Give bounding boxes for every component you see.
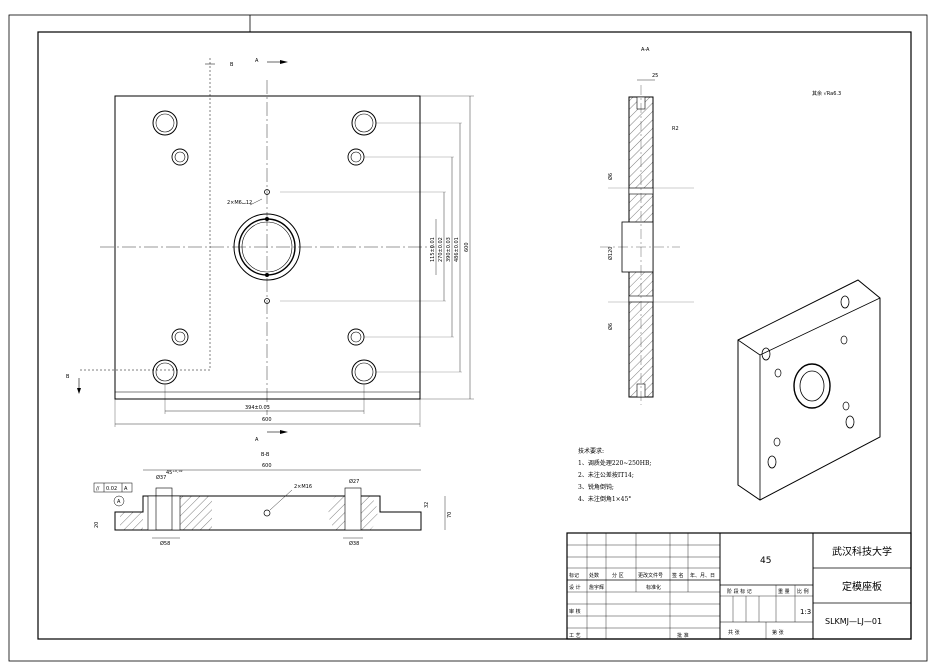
screw-hole-tl <box>171 148 189 166</box>
dim-394: 394±0.03 <box>245 405 270 411</box>
tapped-hole-bottom <box>264 298 270 304</box>
svg-text:处数: 处数 <box>589 572 599 579</box>
datum-a <box>113 495 125 507</box>
section-aa: A-A 其余 √Ra6.3 25 Ø6 Ø120 Ø6 R2 <box>600 47 841 405</box>
svg-text:R2: R2 <box>672 126 679 132</box>
isometric-view <box>737 279 881 501</box>
svg-text:0.02: 0.02 <box>106 486 117 492</box>
svg-text:2、未注公差按IT14;: 2、未注公差按IT14; <box>578 471 634 479</box>
organization: 武汉科技大学 <box>832 545 892 558</box>
svg-text:签 名: 签 名 <box>672 572 684 579</box>
svg-text:Ø120: Ø120 <box>607 247 614 260</box>
bb-hatch-left <box>180 496 212 530</box>
svg-text:Ø6: Ø6 <box>607 173 614 180</box>
svg-text:年、月、日: 年、月、日 <box>690 572 715 579</box>
center-bore <box>233 213 301 281</box>
svg-text:Ø37: Ø37 <box>156 474 166 481</box>
svg-text:标准化: 标准化 <box>646 584 661 591</box>
svg-text:批 准: 批 准 <box>677 632 689 639</box>
screw-hole-br <box>347 328 365 346</box>
svg-text:600: 600 <box>262 463 272 469</box>
title-block-text: 45 武汉科技大学 定模座板 SLKMJ—LJ—01 1:3 标记 处数 分 区… <box>569 545 892 639</box>
svg-text:技术要求:: 技术要求: <box>578 447 604 455</box>
guide-hole-br <box>351 359 377 385</box>
svg-text:2×M16: 2×M16 <box>294 484 312 490</box>
svg-text:45⁺⁰·⁰²: 45⁺⁰·⁰² <box>166 470 183 476</box>
svg-text:115±0.01: 115±0.01 <box>430 237 436 262</box>
iso-plate-face <box>737 279 881 501</box>
screw-hole-bl <box>171 328 189 346</box>
svg-text:B: B <box>66 374 70 380</box>
section-bb-label: B-B <box>261 452 270 458</box>
tapped-holes-label: 2×M6⌴12 <box>227 200 252 206</box>
svg-text:486±0.01: 486±0.01 <box>454 237 460 262</box>
svg-text:Ø58: Ø58 <box>160 540 170 547</box>
svg-text:工 艺: 工 艺 <box>569 633 581 639</box>
outer-border <box>8 14 928 662</box>
cut-path-b <box>78 58 211 371</box>
drawing-no: SLKMJ—LJ—01 <box>825 617 882 626</box>
front-view: 2×M6⌴12 B B A A 394±0.03 600 600 486±0.0… <box>66 58 474 443</box>
svg-text:重 量: 重 量 <box>778 588 790 595</box>
svg-text:第 张: 第 张 <box>772 629 784 636</box>
tapped-hole-top <box>264 189 270 195</box>
svg-text:1、调质处理220~250HB;: 1、调质处理220~250HB; <box>578 459 651 467</box>
tech-requirements: 技术要求: 1、调质处理220~250HB; 2、未注公差按IT14; 3、锐角… <box>578 447 651 503</box>
dim-600-v: 600 <box>464 242 470 252</box>
section-bb: B-B 600 2×M16 // 0.02 A A Ø37 45⁺⁰·⁰² Ø2… <box>93 452 453 547</box>
scale: 1:3 <box>800 608 811 616</box>
svg-text:阶 段 标 记: 阶 段 标 记 <box>727 588 752 595</box>
svg-text:分 区: 分 区 <box>612 572 624 579</box>
svg-text:20: 20 <box>94 522 100 528</box>
svg-text:设 计: 设 计 <box>569 584 581 591</box>
screw-hole-tr <box>347 148 365 166</box>
flatness-frame <box>93 482 133 493</box>
svg-text:共 张: 共 张 <box>728 629 740 636</box>
section-aa-label: A-A <box>641 47 650 53</box>
svg-text:70: 70 <box>447 512 453 518</box>
title-block <box>566 532 912 640</box>
svg-text:标记: 标记 <box>569 572 579 579</box>
svg-text:A: A <box>117 499 121 505</box>
guide-hole-tl <box>152 110 178 136</box>
svg-text:A: A <box>124 486 128 492</box>
svg-text:4、未注倒角1×45°: 4、未注倒角1×45° <box>578 495 631 503</box>
svg-text:B: B <box>230 62 234 68</box>
part-name: 定模座板 <box>842 580 882 593</box>
plate-outline <box>114 95 421 400</box>
svg-text:更改文件号: 更改文件号 <box>638 572 663 579</box>
roughness-note: 其余 √Ra6.3 <box>812 90 841 97</box>
svg-text:审 核: 审 核 <box>569 608 581 615</box>
inner-border <box>37 31 912 640</box>
svg-text:32: 32 <box>424 502 430 508</box>
svg-text:A: A <box>255 58 259 64</box>
svg-text://: // <box>96 486 100 492</box>
svg-text:Ø6: Ø6 <box>607 323 614 330</box>
svg-text:25: 25 <box>652 73 658 79</box>
svg-text:比 例: 比 例 <box>797 588 809 595</box>
svg-text:詹宇辉: 詹宇辉 <box>589 584 604 591</box>
svg-text:A: A <box>255 437 259 443</box>
svg-text:Ø27: Ø27 <box>349 478 359 485</box>
svg-text:3、锐角倒钝;: 3、锐角倒钝; <box>578 483 614 491</box>
material: 45 <box>760 556 771 566</box>
guide-hole-bl <box>152 359 178 385</box>
svg-text:390±0.03: 390±0.03 <box>446 237 452 262</box>
guide-hole-tr <box>351 110 377 136</box>
dim-600-h: 600 <box>262 417 272 423</box>
svg-text:Ø38: Ø38 <box>349 540 359 547</box>
svg-text:270±0.02: 270±0.02 <box>438 237 444 262</box>
